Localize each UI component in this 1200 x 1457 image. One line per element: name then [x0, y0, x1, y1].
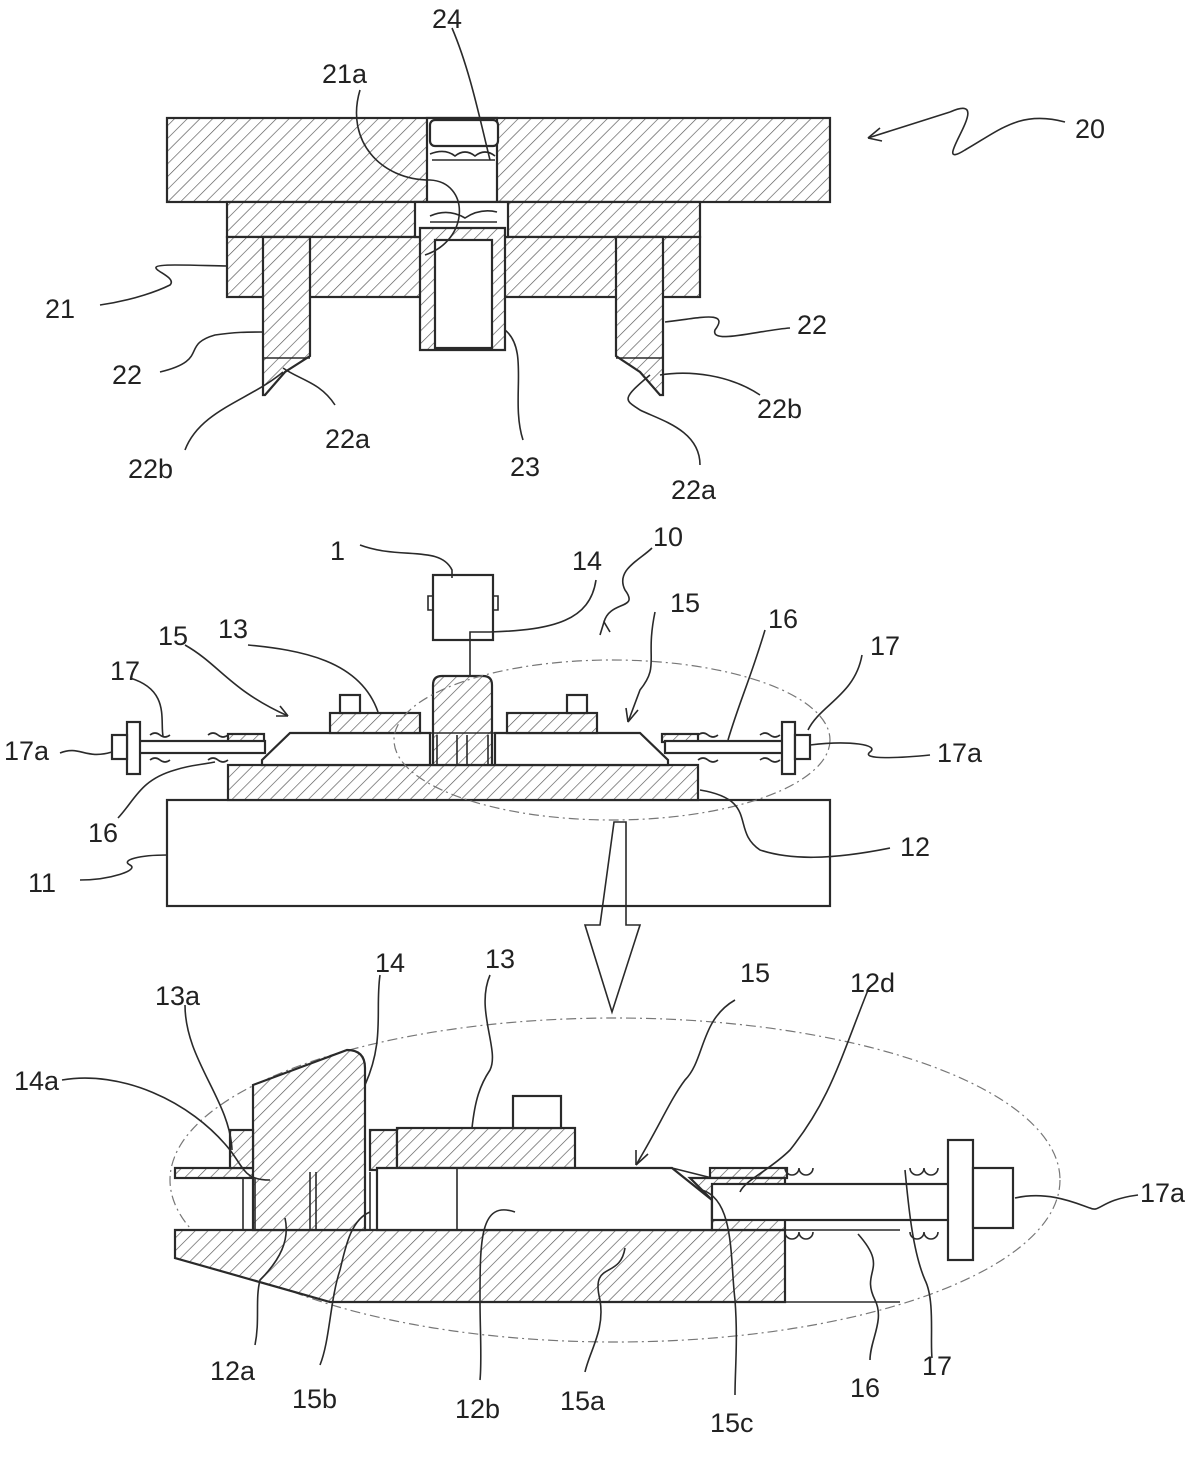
- label-17-detail: 17: [922, 1351, 952, 1381]
- label-15-mid-right: 15: [670, 588, 700, 618]
- label-22-left: 22: [112, 360, 142, 390]
- label-22a-right: 22a: [671, 475, 717, 505]
- rod-head-17a-left: [127, 722, 140, 774]
- label-23: 23: [510, 452, 540, 482]
- label-11: 11: [28, 868, 56, 898]
- bolt-right: [567, 695, 587, 713]
- slider-15-left: [262, 733, 430, 765]
- label-15c: 15c: [710, 1408, 754, 1438]
- base-11: [167, 800, 830, 906]
- bolt-left: [340, 695, 360, 713]
- guide-block-13-right: [507, 713, 597, 733]
- rod-end-17a-left: [112, 735, 127, 759]
- label-10: 10: [653, 522, 683, 552]
- label-15b: 15b: [292, 1384, 337, 1414]
- label-14-mid: 14: [572, 546, 602, 576]
- label-1: 1: [330, 536, 345, 566]
- anvil-right-stub: [370, 1130, 397, 1170]
- upper-die-assembly: [167, 118, 830, 395]
- die-plate-12: [228, 765, 698, 800]
- label-24: 24: [432, 4, 462, 34]
- label-21a: 21a: [322, 59, 368, 89]
- label-13-detail: 13: [485, 944, 515, 974]
- label-17-mid-right: 17: [870, 631, 900, 661]
- label-12a: 12a: [210, 1356, 256, 1386]
- label-14a: 14a: [14, 1066, 60, 1096]
- rod-head-17a-detail: [948, 1140, 973, 1260]
- label-17-mid-left: 17: [110, 656, 140, 686]
- slider-15-detail: [377, 1168, 712, 1230]
- slider-15-right: [495, 733, 668, 765]
- rail-strip-right: [710, 1168, 787, 1178]
- enlarged-detail: [170, 1018, 1060, 1342]
- return-rod-16-right: [665, 741, 795, 753]
- label-12d: 12d: [850, 968, 895, 998]
- label-12: 12: [900, 832, 930, 862]
- label-17a-mid-right: 17a: [937, 738, 983, 768]
- label-22-right: 22: [797, 310, 827, 340]
- return-rod-16-detail: [712, 1184, 950, 1220]
- rod-head-17a-right: [782, 722, 795, 774]
- workpiece-1: [433, 575, 493, 640]
- label-15-detail: 15: [740, 958, 770, 988]
- rod-end-17a-detail: [973, 1168, 1013, 1228]
- label-15a: 15a: [560, 1386, 606, 1416]
- label-13-mid: 13: [218, 614, 248, 644]
- bolt-13-detail: [513, 1096, 561, 1128]
- return-rod-16-left: [135, 741, 265, 753]
- label-21: 21: [45, 294, 75, 324]
- label-22a-left: 22a: [325, 424, 371, 454]
- label-12b: 12b: [455, 1394, 500, 1424]
- label-13a: 13a: [155, 981, 201, 1011]
- label-22b-right: 22b: [757, 394, 802, 424]
- label-15-mid-left: 15: [158, 621, 188, 651]
- guide-block-13-left: [330, 713, 420, 733]
- pilot-pin-23-core: [435, 240, 492, 348]
- label-17a-detail: 17a: [1140, 1178, 1186, 1208]
- sensor-block-24: [430, 120, 498, 146]
- label-16-mid-right: 16: [768, 604, 798, 634]
- label-16-detail: 16: [850, 1373, 880, 1403]
- guide-block-13-detail: [397, 1128, 575, 1168]
- label-17a-mid-left: 17a: [4, 736, 50, 766]
- anvil-14-left-stub: [230, 1130, 253, 1168]
- cutting-punch-22-right: [616, 237, 663, 395]
- cutting-punch-22-left: [263, 237, 310, 395]
- die-plate-12-edge: [785, 1230, 900, 1302]
- anvil-14-detail: [253, 1050, 365, 1230]
- label-16-mid-left: 16: [88, 818, 118, 848]
- label-20: 20: [1075, 114, 1105, 144]
- label-14-detail: 14: [375, 948, 405, 978]
- rod-end-17a-right: [795, 735, 810, 759]
- label-22b-left: 22b: [128, 454, 173, 484]
